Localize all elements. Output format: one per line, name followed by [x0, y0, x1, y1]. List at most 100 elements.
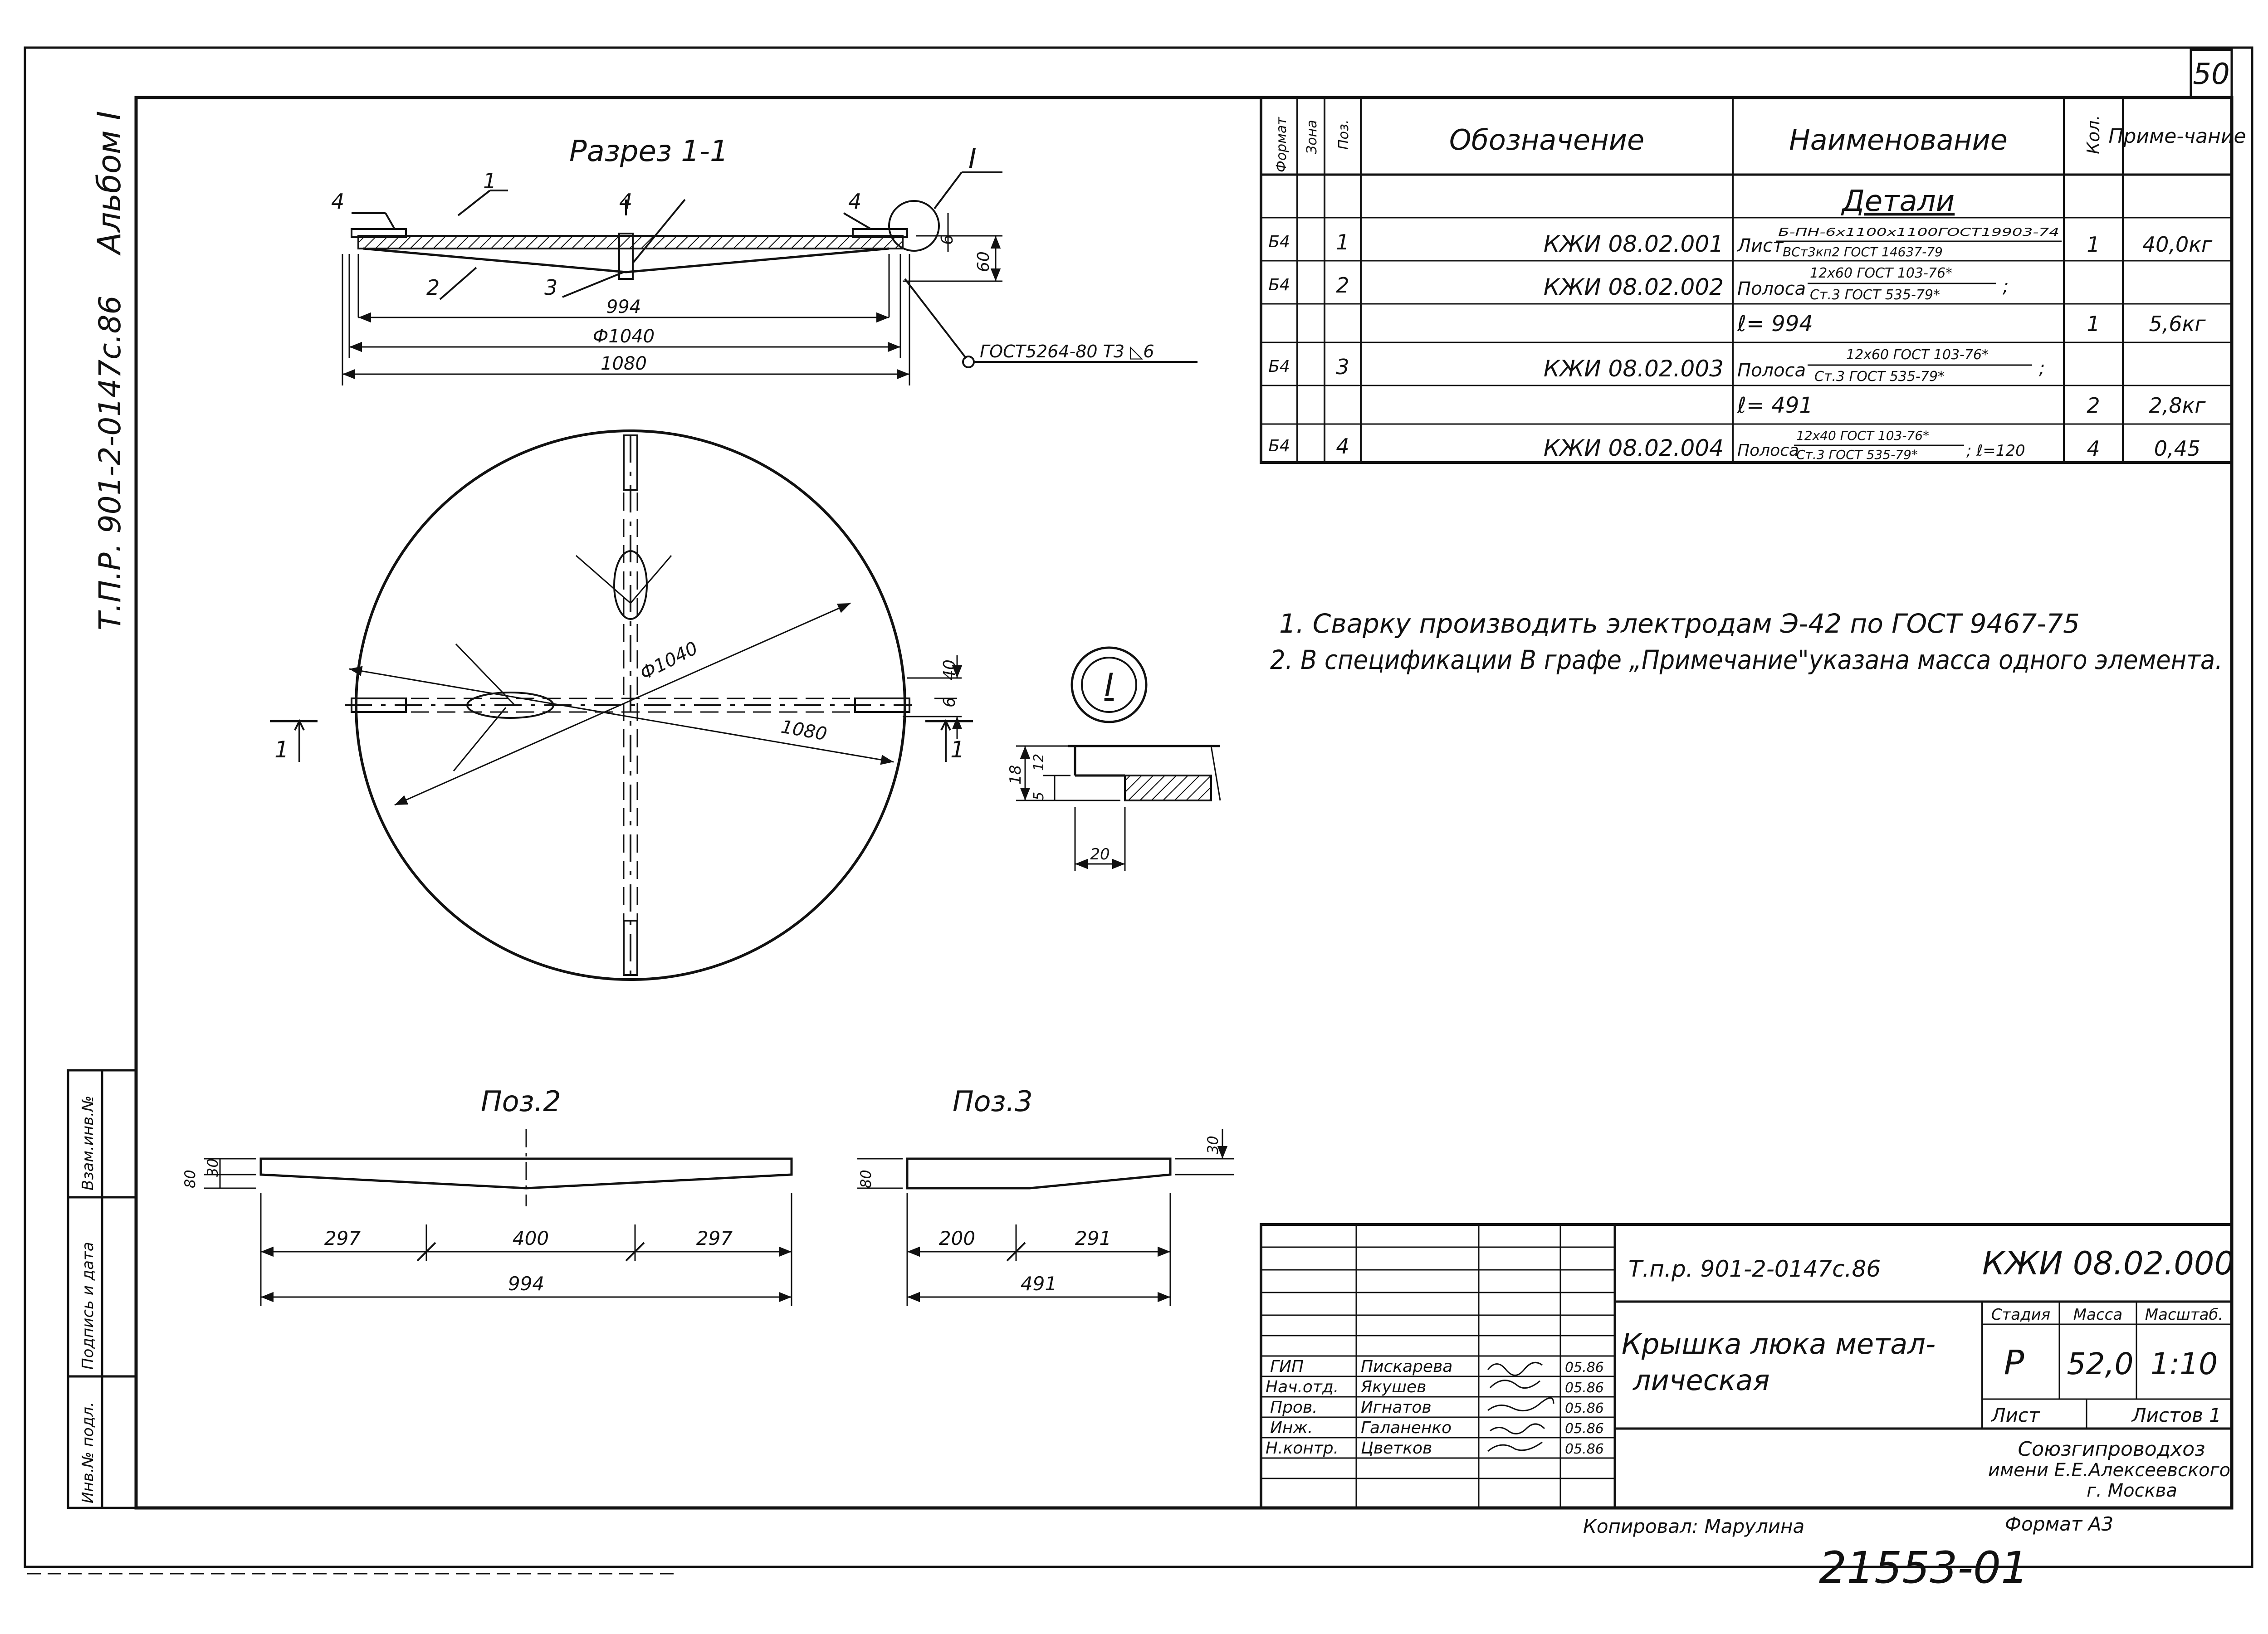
spec-header-qty: Кол.	[2083, 115, 2103, 154]
section-label-4-left: 4	[331, 189, 344, 214]
pos3-drawing	[857, 1129, 1234, 1306]
strip-bottom	[623, 920, 638, 976]
spec-row-format: Б4	[1268, 276, 1290, 294]
section-dim-1040: Ф1040	[593, 326, 655, 347]
pos2-dim-80: 80	[181, 1170, 199, 1188]
tb-scale-label: Масштаб.	[2145, 1306, 2223, 1324]
spec-row-material-bottom: Ст.3 ГОСТ 535-79*	[1796, 447, 1918, 462]
note-1: 1. Сварку производить электродам Э-42 по…	[1279, 608, 2080, 639]
tb-sheets-label: Листов 1	[2131, 1404, 2221, 1426]
side-stamp	[67, 1069, 137, 1509]
tb-mass-label: Масса	[2073, 1306, 2122, 1324]
spec-row-length: ℓ= 491	[1737, 393, 1813, 418]
section-cut-mark-left: 1	[274, 737, 289, 763]
spec-header-format: Формат	[1274, 117, 1290, 172]
tb-staff-role: Н.контр.	[1266, 1439, 1339, 1458]
title-block-grid	[1260, 1223, 2233, 1509]
detail-I	[1016, 646, 1221, 871]
pos3-dim-80: 80	[857, 1170, 875, 1188]
spec-row-pos: 3	[1336, 355, 1349, 379]
pos3-dim-291: 291	[1075, 1227, 1111, 1249]
section-label-2: 2	[426, 275, 440, 300]
tb-staff-role: Нач.отд.	[1266, 1378, 1339, 1396]
tb-stage-label: Стадия	[1991, 1306, 2050, 1324]
section-callout-I: I	[968, 143, 977, 175]
tb-org-line2: имени Е.Е.Алексеевского	[1988, 1460, 2230, 1481]
strip-pos4-center	[618, 233, 634, 280]
sheet-number: 50	[2193, 58, 2229, 91]
detail-dim-20: 20	[1090, 845, 1110, 863]
spec-row-qty: 4	[2087, 436, 2100, 461]
spec-row-designation: КЖИ 08.02.003	[1544, 356, 1724, 382]
spec-row-material-top: Б-ПН-6х1100х1100ГОСТ19903-74	[1778, 226, 2059, 239]
tb-sheet-label: Лист	[1990, 1404, 2040, 1426]
spec-row-prefix: Полоса	[1737, 360, 1806, 381]
stamp-sign-label: Подпись и дата	[79, 1242, 97, 1370]
section-cut-mark-right: 1	[950, 737, 965, 763]
spec-section-title: Детали	[1841, 185, 1955, 218]
section-drawing	[342, 171, 1198, 385]
tb-title-line1: Крышка люка метал-	[1622, 1327, 1936, 1361]
spec-row-qty: 1	[2087, 232, 2100, 257]
weld-symbol: ГОСТ5264-80 Т3 ◺6	[980, 341, 1154, 361]
pos2-dim-297-left: 297	[324, 1227, 361, 1249]
tb-staff-date: 05.86	[1565, 1380, 1604, 1396]
detail-dim-12: 12	[1031, 754, 1047, 771]
spec-row-pos: 4	[1336, 434, 1349, 458]
pos2-drawing	[204, 1129, 793, 1306]
spec-row-designation: КЖИ 08.02.002	[1544, 274, 1724, 300]
spec-row-material-top: 12х40 ГОСТ 103-76*	[1796, 428, 1929, 443]
section-dim-1080: 1080	[601, 353, 647, 374]
spec-row-format: Б4	[1268, 233, 1290, 251]
project-number-vertical: Т.П.Р. 901-2-0147с.86	[93, 296, 127, 630]
album-label: Альбом I	[91, 111, 128, 256]
detail-title: I	[1105, 667, 1114, 704]
spec-row-prefix: Лист	[1736, 235, 1784, 256]
plan-dim-1080: 1080	[779, 717, 828, 745]
spec-row-length: ℓ= 994	[1737, 311, 1813, 337]
spec-row-semicolon: ;	[2039, 358, 2045, 379]
footer-copied: Копировал: Марулина	[1583, 1515, 1804, 1537]
section-label-4-center: 4	[619, 189, 632, 214]
strip-pos4-left	[351, 228, 407, 238]
spec-table-grid	[1260, 96, 2233, 464]
spec-header-designation: Обозначение	[1449, 123, 1644, 156]
pos2-dim-994: 994	[508, 1273, 544, 1295]
tb-mass-value: 52,0	[2067, 1346, 2134, 1381]
section-dim-994: 994	[606, 297, 641, 317]
strip-pos2	[362, 247, 890, 273]
tb-staff-role: ГИП	[1270, 1357, 1304, 1376]
tb-staff-name: Цветков	[1361, 1439, 1432, 1458]
spec-row-pos: 1	[1336, 230, 1349, 254]
tb-title-line2: лическая	[1633, 1364, 1770, 1397]
signatures	[1487, 1361, 1554, 1452]
tb-staff-name: Галаненко	[1361, 1419, 1452, 1437]
section-dim-6: 6	[938, 234, 957, 245]
spec-row-note: 0,45	[2154, 436, 2200, 461]
spec-row-semicolon: ;	[2003, 276, 2009, 297]
spec-row-prefix: Полоса	[1737, 278, 1806, 299]
stamp-replace-label: Взам.инв.№	[79, 1096, 97, 1190]
spec-row-format: Б4	[1268, 437, 1290, 455]
spec-row-note: 40,0кг	[2142, 232, 2213, 257]
pos2-title: Поз.2	[481, 1085, 561, 1118]
footer-number: 21553-01	[1819, 1542, 2028, 1593]
tb-staff-name: Пискарева	[1361, 1357, 1452, 1376]
spec-row-suffix: ; ℓ=120	[1966, 442, 2025, 460]
detail-dim-5: 5	[1031, 792, 1047, 800]
plate-hatched	[357, 235, 904, 249]
tb-staff-role: Пров.	[1270, 1398, 1318, 1417]
tb-staff-name: Якушев	[1360, 1378, 1426, 1396]
spec-header-note: Приме-чание	[2108, 125, 2246, 148]
pos3-dim-491: 491	[1021, 1273, 1057, 1295]
plan-dim-40: 40	[940, 659, 959, 680]
tb-staff-name: Игнатов	[1361, 1398, 1432, 1417]
tb-stage-value: Р	[2004, 1343, 2024, 1382]
tb-staff-date: 05.86	[1565, 1360, 1604, 1375]
spec-row-pos: 2	[1336, 273, 1349, 298]
section-label-3: 3	[544, 275, 557, 300]
spec-row-qty: 1	[2087, 312, 2100, 336]
tb-staff-date: 05.86	[1565, 1400, 1604, 1416]
footer-format: Формат А3	[2005, 1513, 2113, 1535]
